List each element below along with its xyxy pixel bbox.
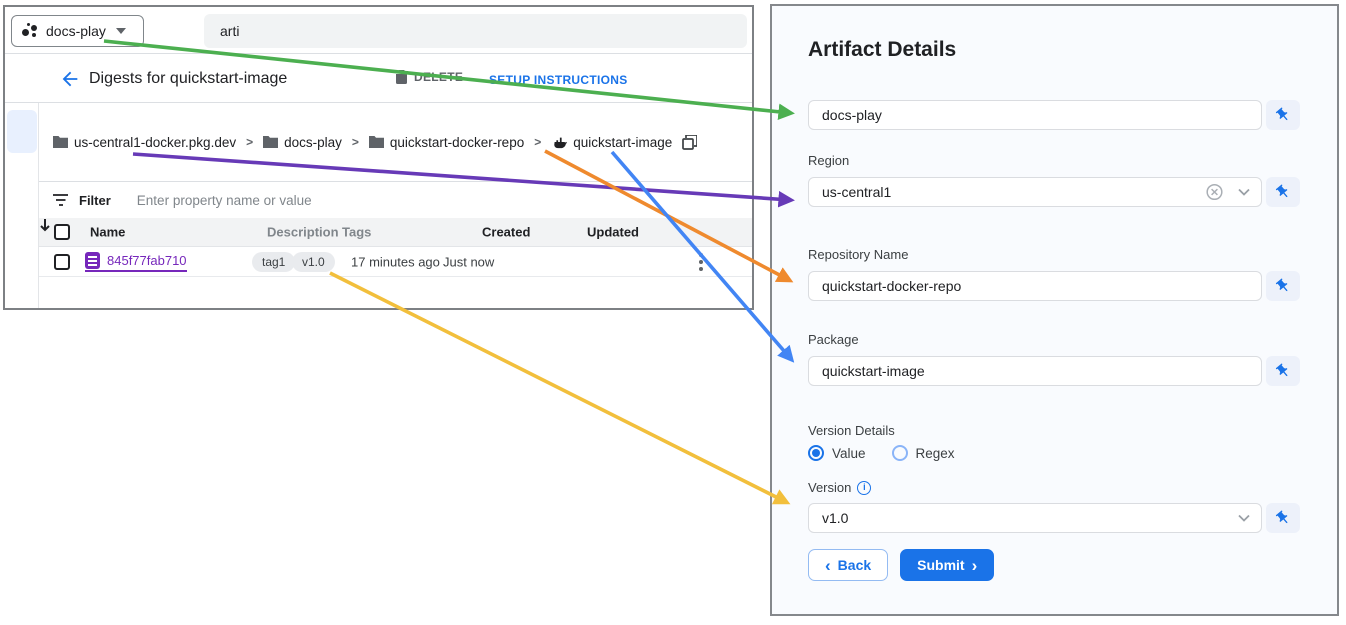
- pushpin-icon: [1275, 510, 1288, 524]
- breadcrumb: us-central1-docker.pkg.dev > docs-play >…: [39, 103, 752, 182]
- project-selector-label: docs-play: [46, 23, 106, 39]
- console-topbar: docs-play arti: [5, 7, 752, 54]
- trash-icon: [395, 70, 408, 84]
- breadcrumb-item-image[interactable]: quickstart-image: [551, 135, 672, 150]
- delete-button[interactable]: DELETE: [395, 70, 463, 84]
- tag-chip[interactable]: tag1: [252, 251, 296, 272]
- chevron-right-icon: ›: [971, 555, 978, 575]
- nav-selected-item[interactable]: [7, 110, 37, 153]
- artifact-details-panel: Artifact Details docs-play Region us-cen…: [770, 4, 1339, 616]
- created-cell: 17 minutes ago: [351, 254, 440, 269]
- project-selector[interactable]: docs-play: [11, 15, 144, 47]
- select-all-checkbox[interactable]: [54, 224, 70, 240]
- repository-input[interactable]: quickstart-docker-repo: [808, 271, 1262, 301]
- nav-rail: [5, 103, 39, 308]
- pushpin-icon: [1275, 278, 1288, 292]
- pin-button[interactable]: [1266, 177, 1300, 207]
- region-input[interactable]: us-central1: [808, 177, 1262, 207]
- container-image-icon: [554, 137, 568, 149]
- form-title: Artifact Details: [808, 38, 957, 61]
- copy-icon[interactable]: [682, 134, 698, 150]
- tag-chip[interactable]: v1.0: [292, 251, 335, 272]
- version-details-label: Version Details: [808, 423, 895, 438]
- pushpin-icon: [1275, 184, 1288, 198]
- pin-button[interactable]: [1266, 503, 1300, 533]
- setup-instructions-button[interactable]: SETUP INSTRUCTIONS: [489, 73, 628, 87]
- filter-bar[interactable]: Filter Enter property name or value: [39, 182, 752, 218]
- package-label: Package: [808, 332, 859, 347]
- form-actions: ‹ Back Submit ›: [808, 549, 995, 581]
- breadcrumb-item-registry[interactable]: us-central1-docker.pkg.dev: [53, 135, 236, 150]
- chevron-down-icon[interactable]: [1238, 188, 1250, 196]
- clear-icon[interactable]: [1206, 183, 1223, 201]
- column-name[interactable]: Name: [90, 224, 126, 240]
- table-header: Name Description Tags Created Updated: [39, 218, 752, 247]
- folder-icon: [263, 136, 279, 148]
- column-description[interactable]: Description: [267, 224, 339, 240]
- column-created[interactable]: Created: [482, 224, 531, 240]
- sort-descending-icon[interactable]: [39, 218, 51, 232]
- version-label: Version: [808, 480, 852, 495]
- search-input[interactable]: arti: [204, 14, 747, 48]
- pin-button[interactable]: [1266, 100, 1300, 130]
- version-details-radios: Value Regex: [808, 445, 955, 461]
- filter-icon: [53, 194, 68, 206]
- digest-icon: [85, 251, 100, 269]
- region-label: Region: [808, 153, 850, 168]
- radio-regex[interactable]: Regex: [891, 445, 955, 461]
- digest-link[interactable]: 845f77fab710: [85, 251, 187, 272]
- pushpin-icon: [1275, 363, 1288, 377]
- console-panel: docs-play arti Digests for quickstart-im…: [3, 5, 754, 310]
- folder-icon: [368, 136, 384, 148]
- back-arrow-icon[interactable]: [59, 68, 81, 90]
- breadcrumb-item-repository[interactable]: quickstart-docker-repo: [368, 135, 524, 150]
- version-field: v1.0: [808, 503, 1300, 533]
- pin-button[interactable]: [1266, 271, 1300, 301]
- column-tags[interactable]: Tags: [342, 224, 372, 240]
- submit-button[interactable]: Submit ›: [900, 549, 995, 581]
- row-checkbox[interactable]: [54, 253, 70, 270]
- chevron-down-icon[interactable]: [1238, 514, 1250, 522]
- repository-label: Repository Name: [808, 247, 909, 262]
- back-button[interactable]: ‹ Back: [808, 549, 889, 581]
- breadcrumb-separator: >: [534, 135, 542, 149]
- version-input[interactable]: v1.0: [808, 503, 1262, 533]
- caret-down-icon: [115, 28, 126, 34]
- console-header: Digests for quickstart-image DELETE SETU…: [5, 54, 752, 103]
- updated-cell: Just now: [443, 254, 495, 269]
- project-field: docs-play: [808, 100, 1300, 130]
- repository-field: quickstart-docker-repo: [808, 271, 1300, 301]
- package-field: quickstart-image: [808, 356, 1300, 386]
- column-updated[interactable]: Updated: [587, 224, 639, 240]
- radio-unselected-icon: [891, 445, 908, 461]
- page-title: Digests for quickstart-image: [89, 70, 288, 87]
- row-menu-kebab-icon[interactable]: [699, 252, 703, 271]
- table-row[interactable]: 845f77fab710 tag1 v1.0 17 minutes ago Ju…: [39, 247, 752, 277]
- breadcrumb-separator: >: [351, 135, 359, 149]
- project-input[interactable]: docs-play: [808, 100, 1262, 130]
- chevron-left-icon: ‹: [825, 555, 831, 575]
- breadcrumb-item-project[interactable]: docs-play: [263, 135, 342, 150]
- radio-value[interactable]: Value: [808, 445, 866, 461]
- version-label-row: Version i: [808, 480, 872, 495]
- package-input[interactable]: quickstart-image: [808, 356, 1262, 386]
- project-dots-icon: [22, 23, 38, 39]
- radio-selected-icon: [808, 445, 824, 461]
- breadcrumb-separator: >: [246, 135, 254, 149]
- info-icon[interactable]: i: [857, 480, 872, 495]
- filter-label: Filter: [79, 192, 111, 208]
- folder-icon: [53, 136, 68, 148]
- pushpin-icon: [1275, 107, 1288, 121]
- region-field: us-central1: [808, 177, 1300, 207]
- pin-button[interactable]: [1266, 356, 1300, 386]
- filter-placeholder: Enter property name or value: [136, 192, 312, 208]
